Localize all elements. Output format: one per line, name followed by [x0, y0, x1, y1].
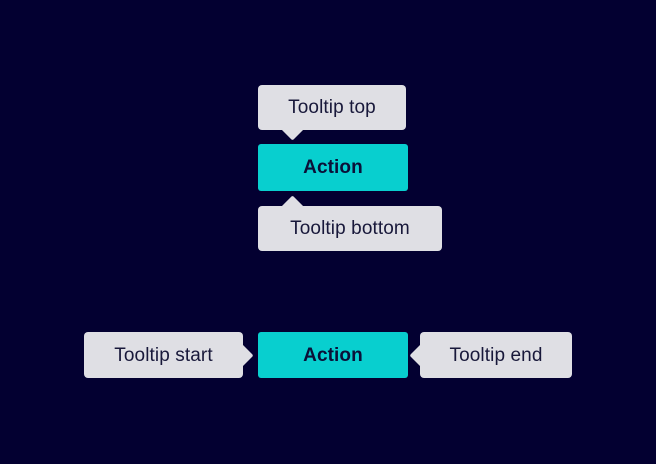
arrow-down-icon: [280, 116, 305, 141]
tooltip-start: Tooltip start: [84, 332, 254, 378]
tooltip-end-label: Tooltip end: [449, 344, 543, 366]
tooltip-top-label: Tooltip top: [288, 97, 376, 118]
tooltip-start-label: Tooltip start: [114, 344, 213, 366]
tooltip-top: Tooltip top: [258, 85, 406, 141]
arrow-right-icon: [229, 342, 254, 368]
action-button-vertical-label: Action: [303, 157, 363, 178]
tooltip-bottom: Tooltip bottom: [258, 195, 442, 251]
action-button-horizontal[interactable]: Action: [258, 332, 408, 378]
tooltip-end: Tooltip end: [409, 332, 572, 378]
action-button-horizontal-label: Action: [303, 344, 363, 366]
arrow-up-icon: [280, 195, 305, 220]
arrow-left-icon: [409, 342, 434, 368]
tooltip-bottom-label: Tooltip bottom: [290, 218, 410, 239]
action-button-vertical[interactable]: Action: [258, 144, 408, 191]
